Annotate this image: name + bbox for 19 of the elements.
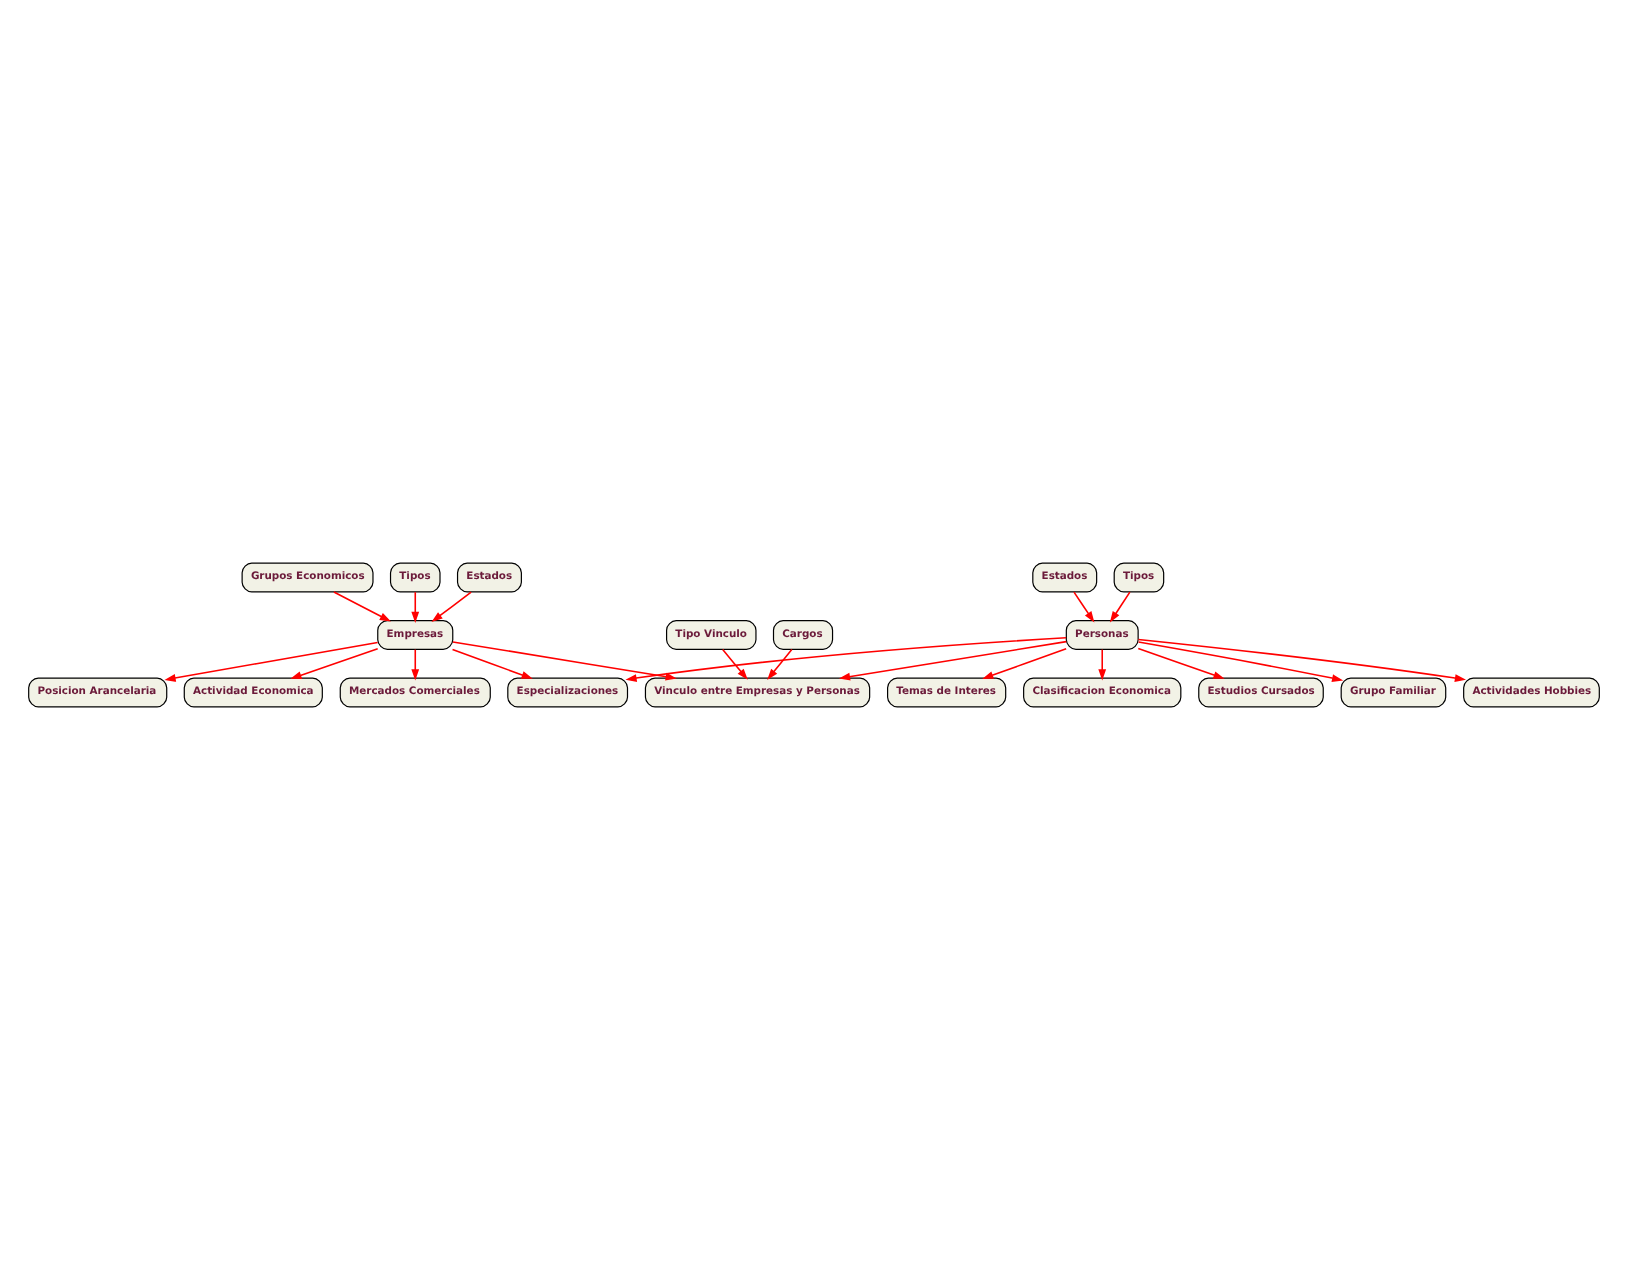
arrow (838, 640, 1068, 681)
arrow (1073, 591, 1095, 623)
arrow (164, 641, 379, 682)
arrow (333, 591, 391, 622)
arrow (452, 641, 677, 681)
arrow (1098, 648, 1107, 681)
arrow (1137, 638, 1467, 682)
arrow (767, 648, 793, 680)
arrow (1137, 647, 1225, 679)
arrow (451, 648, 533, 679)
arrow (411, 591, 420, 623)
arrow (411, 648, 420, 681)
arrow (290, 647, 379, 679)
arrow (625, 637, 1067, 682)
arrow (1109, 591, 1131, 623)
arrow (431, 591, 472, 622)
arrow (721, 648, 748, 680)
arrow (982, 647, 1067, 679)
arrow (1137, 641, 1344, 682)
